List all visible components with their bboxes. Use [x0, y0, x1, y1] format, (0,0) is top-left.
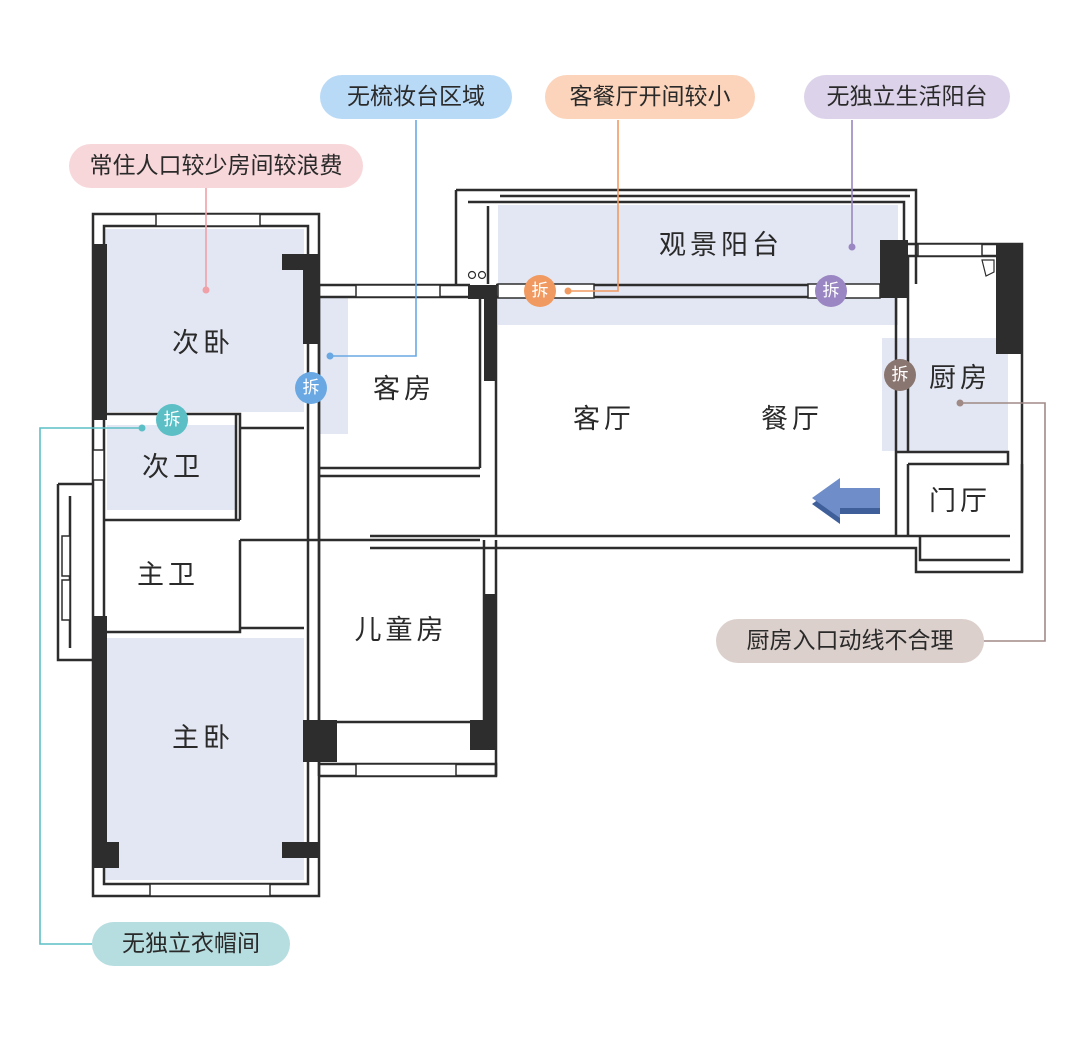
dot-teal	[138, 424, 146, 432]
room-label-dining-room: 餐厅	[761, 404, 823, 435]
window-bay-1	[61, 535, 71, 577]
room-label-kids-room: 儿童房	[355, 615, 448, 646]
room-label-foyer: 门厅	[929, 486, 991, 517]
dot-blue	[326, 352, 334, 360]
room-label-view-balcony: 观景阳台	[659, 230, 783, 261]
highlight-second-bath	[107, 425, 235, 510]
demolish-badge-guest: 拆	[295, 372, 327, 404]
demolish-badge-kitchen: 拆	[884, 359, 916, 391]
column-guest-right	[484, 297, 496, 381]
column-balcony-right	[880, 240, 908, 298]
column-right-upper	[303, 254, 319, 344]
room-label-second-bath: 次卫	[142, 452, 204, 483]
balcony-walls	[454, 188, 918, 284]
window-second-bedroom	[155, 213, 261, 227]
connector-blue	[330, 120, 417, 357]
highlight-second-bedroom	[104, 229, 304, 412]
drain-2	[477, 270, 487, 280]
room-label-main-bath: 主卫	[137, 560, 199, 591]
demolish-badge-bath: 拆	[156, 404, 188, 436]
balcony-details	[467, 259, 995, 280]
window-guest-room	[355, 284, 441, 298]
living-bottom-walls	[370, 464, 1024, 574]
window-second-bath	[92, 449, 105, 481]
highlight-guest-vanity	[320, 297, 348, 434]
callout-small-living: 客餐厅开间较小	[545, 75, 755, 119]
highlight-areas	[104, 205, 1008, 880]
callout-connectors	[39, 120, 1046, 945]
dot-purple	[848, 243, 856, 251]
window-bay-2	[61, 579, 71, 621]
column-br	[282, 842, 319, 858]
connector-teal	[39, 427, 142, 945]
callout-kitchen-circulation: 厨房入口动线不合理	[716, 619, 984, 663]
demolish-badge-balcony-left: 拆	[524, 275, 556, 307]
column-bl	[93, 842, 119, 868]
hall-walls	[240, 426, 304, 630]
highlight-kitchen	[882, 338, 1008, 451]
room-label-living-room: 客厅	[573, 404, 635, 435]
callout-no-vanity: 无梳妆台区域	[320, 75, 512, 119]
connector-orange	[568, 120, 619, 292]
column-left-upper	[93, 244, 107, 420]
column-kids-br	[470, 720, 496, 750]
entrance-arrow	[812, 478, 880, 524]
window-kids-room	[355, 763, 457, 777]
drain-1	[467, 270, 477, 280]
dot-pink	[202, 286, 210, 294]
column-left-lower	[93, 616, 107, 868]
room-label-second-bedroom: 次卧	[172, 328, 234, 359]
column-kids-left	[303, 720, 337, 762]
highlight-master-bedroom	[104, 638, 304, 880]
callout-no-wardrobe: 无独立衣帽间	[92, 922, 290, 966]
room-label-kitchen: 厨房	[929, 363, 991, 394]
structural-columns	[93, 240, 1022, 868]
dot-orange	[564, 287, 572, 295]
callout-few-residents: 常住人口较少房间较浪费	[69, 144, 363, 188]
column-guest-tr	[468, 285, 496, 299]
column-kitchen-right	[996, 244, 1022, 354]
dot-taupe	[956, 399, 964, 407]
room-label-master-bedroom: 主卧	[172, 723, 234, 754]
room-label-guest-room: 客房	[373, 374, 435, 405]
window-kitchen	[917, 243, 983, 257]
callout-no-utility-balcony: 无独立生活阳台	[804, 75, 1010, 119]
demolish-badge-balcony-right: 拆	[815, 275, 847, 307]
window-master-bedroom	[149, 883, 271, 897]
highlight-balcony	[498, 205, 898, 325]
bath-walls	[104, 412, 242, 634]
connector-taupe	[960, 402, 1046, 642]
kitchen-vent	[981, 259, 995, 277]
column-kids-right	[484, 594, 496, 750]
connector-dots	[138, 243, 964, 432]
